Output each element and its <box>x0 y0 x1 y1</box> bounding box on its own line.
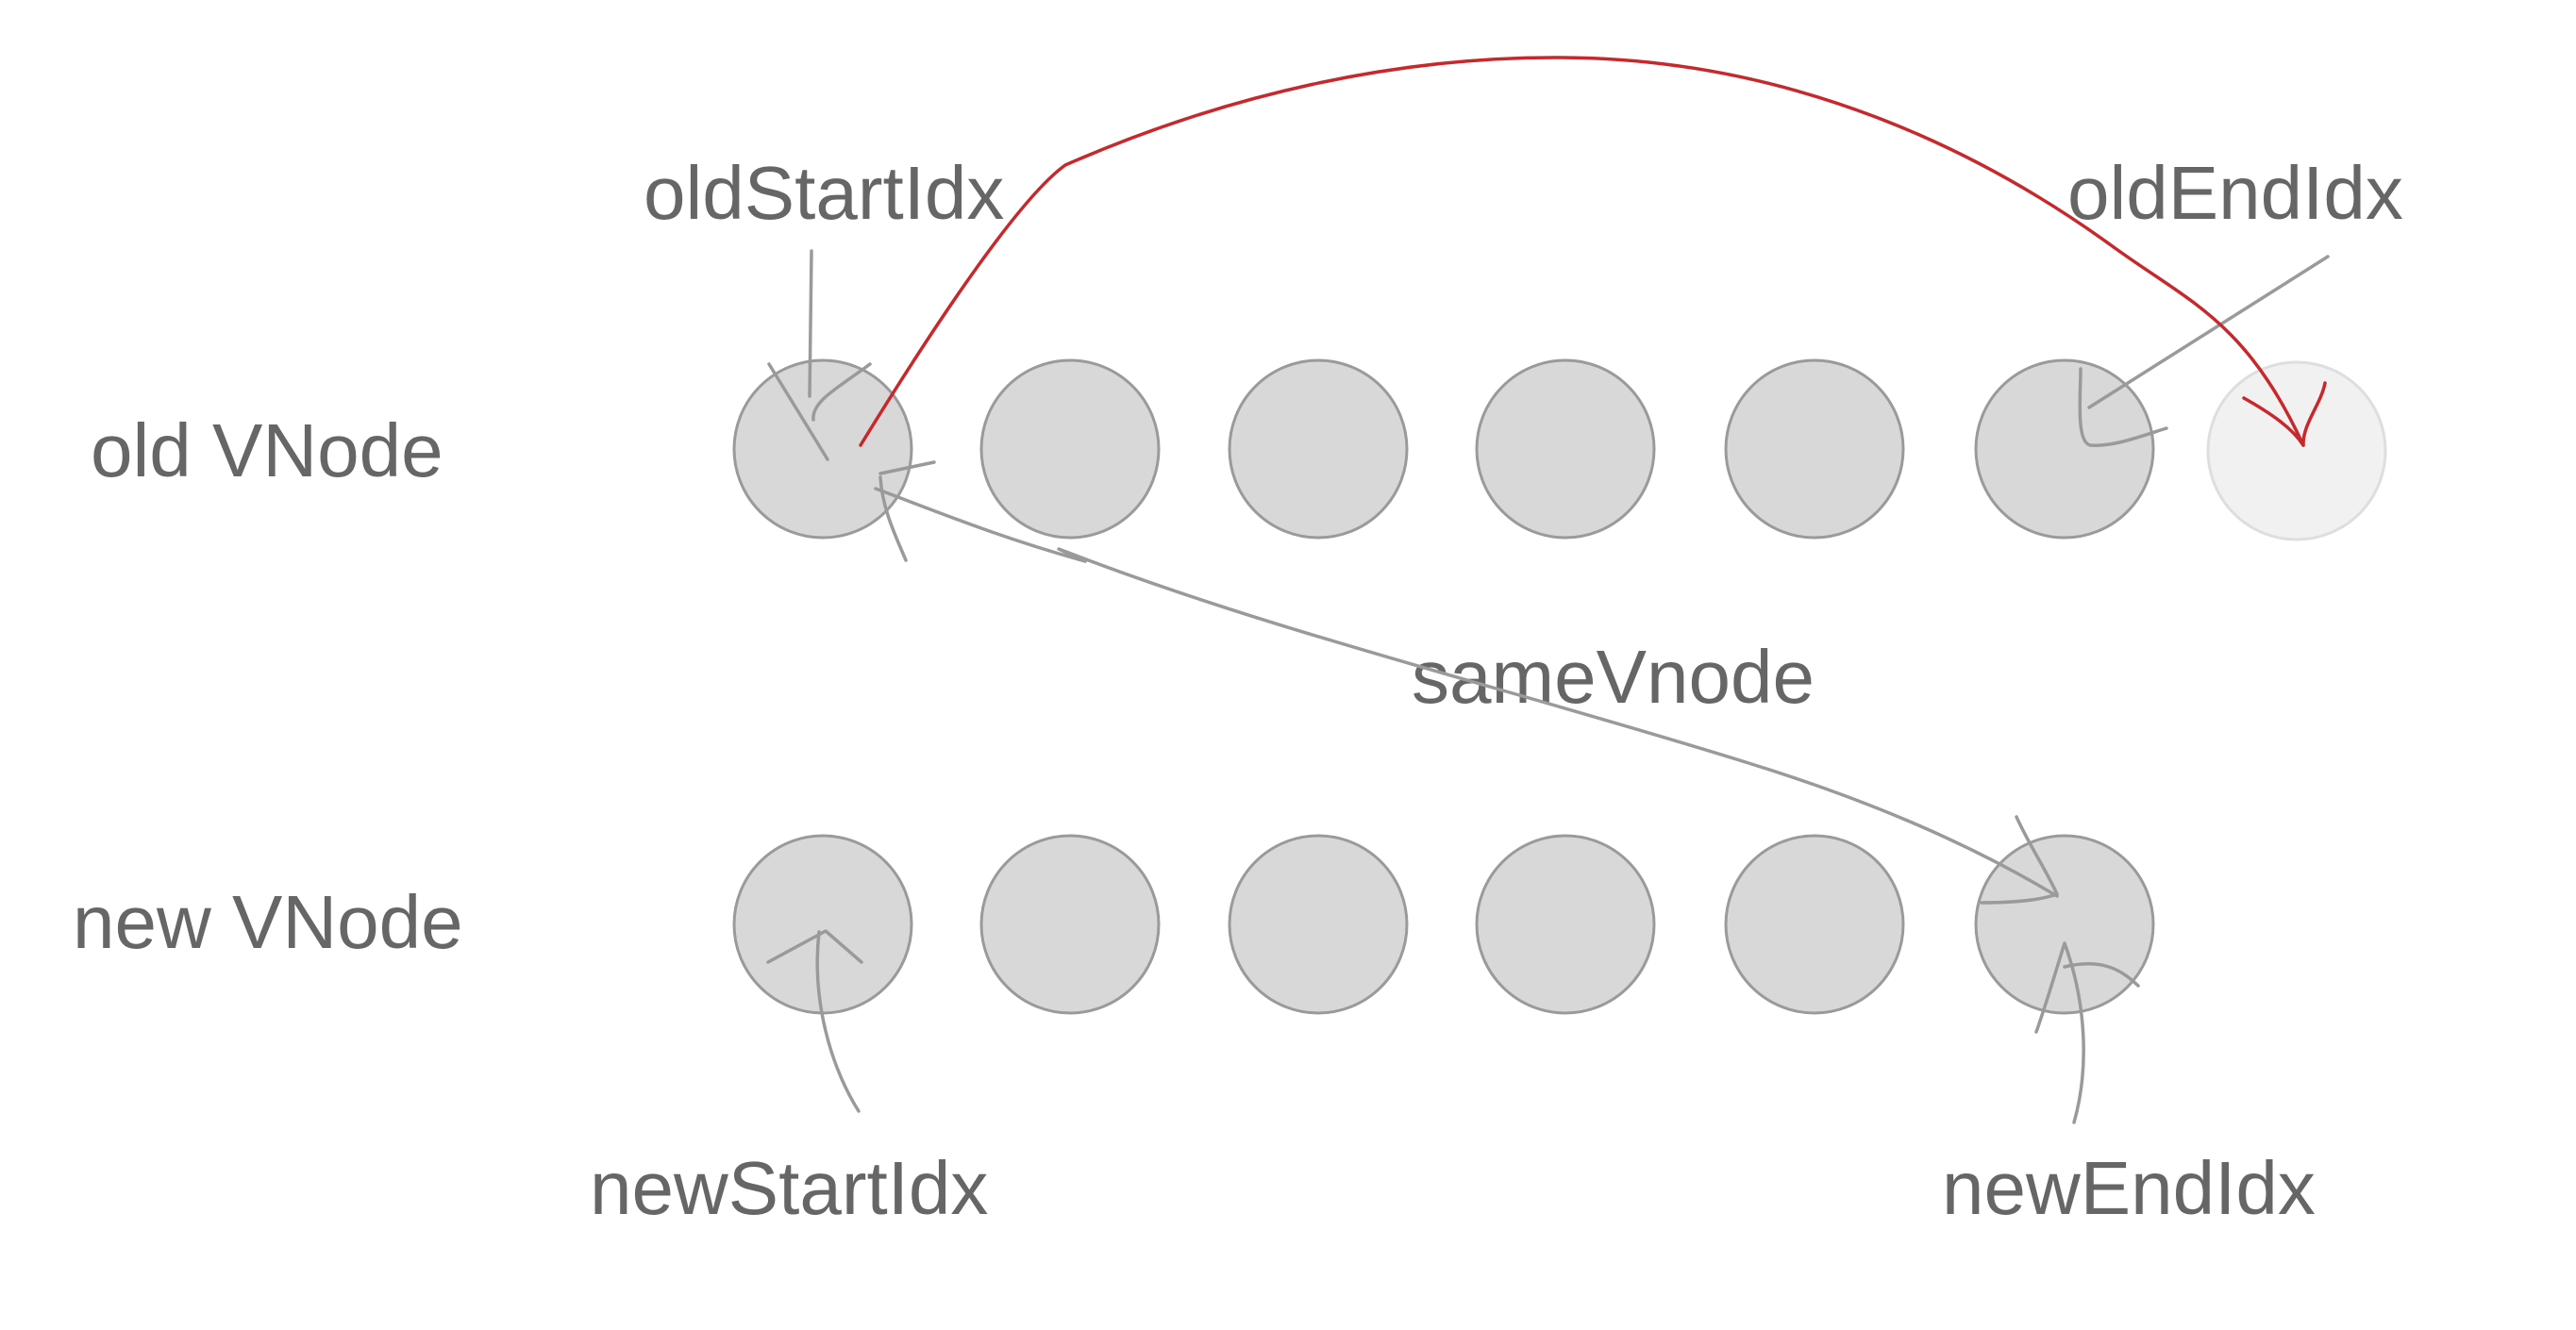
old-node-3 <box>1228 358 1409 540</box>
same-vnode-arrow <box>874 460 2059 905</box>
move-node-arrow <box>859 56 2327 447</box>
old-node-5 <box>1724 358 1905 540</box>
old-end-idx-label: oldEndIdx <box>2067 151 2403 235</box>
new-end-idx-label: newEndIdx <box>1942 1146 2316 1230</box>
same-vnode-label: sameVnode <box>1412 635 1815 719</box>
old-vnode-label: old VNode <box>91 408 443 492</box>
new-node-1 <box>732 834 913 1015</box>
old-node-2 <box>979 358 1161 540</box>
old-start-pointer-arrow <box>767 249 872 461</box>
old-end-pointer-arrow <box>2078 255 2330 447</box>
new-end-pointer-arrow <box>2034 941 2140 1124</box>
new-node-6 <box>1974 834 2155 1015</box>
old-start-idx-label: oldStartIdx <box>644 151 1004 235</box>
new-node-3 <box>1228 834 1409 1015</box>
new-node-5 <box>1724 834 1905 1015</box>
moved-node-placeholder <box>2206 360 2387 541</box>
new-vnode-label: new VNode <box>73 880 463 964</box>
old-node-4 <box>1475 358 1656 540</box>
new-vnode-row <box>732 834 2155 1015</box>
new-node-4 <box>1475 834 1656 1015</box>
new-start-idx-label: newStartIdx <box>590 1146 988 1230</box>
old-node-6 <box>1974 358 2155 540</box>
new-start-pointer-arrow <box>766 929 863 1113</box>
new-node-2 <box>979 834 1161 1015</box>
old-vnode-row <box>732 358 2387 541</box>
